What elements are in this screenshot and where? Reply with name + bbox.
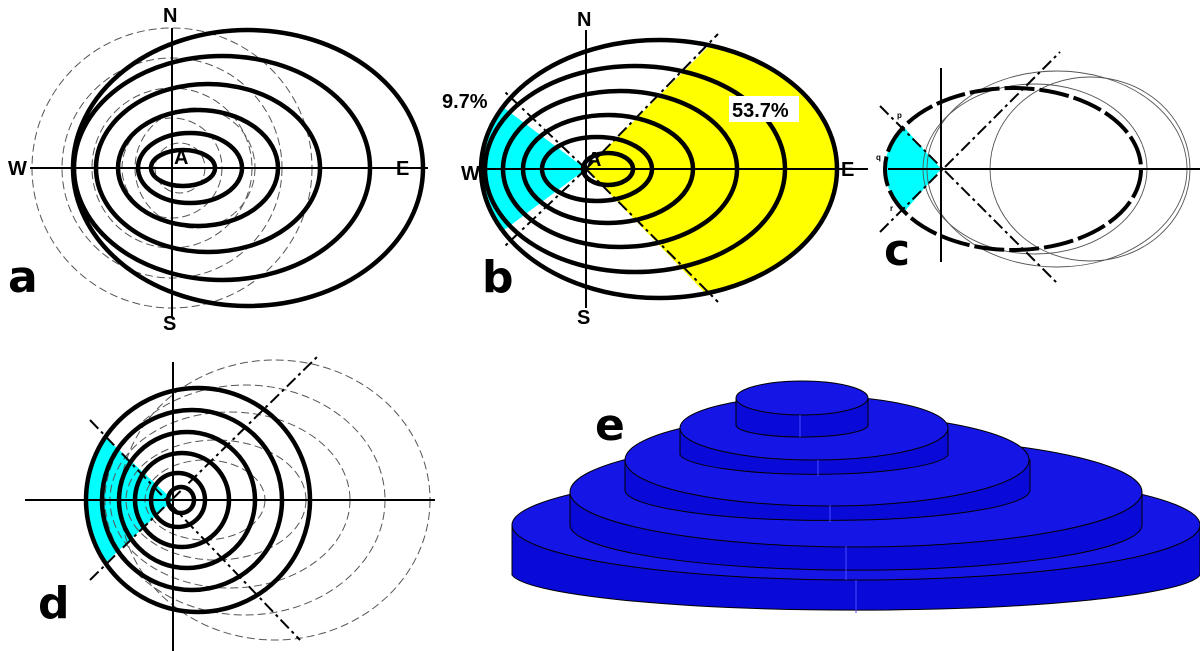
panel-e: e xyxy=(511,380,1200,613)
panel-b-sector-line-nw xyxy=(504,91,587,170)
panel-b-sector-line-ne xyxy=(585,33,719,170)
panel-a-west-label: W xyxy=(8,158,27,180)
panel-d-line-ne xyxy=(89,355,319,581)
panel-d-label: d xyxy=(38,578,70,629)
panel-d: d xyxy=(25,355,435,651)
panel-b-west-label: W xyxy=(461,163,480,185)
panel-e-tier-5 xyxy=(735,380,869,438)
panel-b-south-label: S xyxy=(577,307,590,329)
panel-c-line-ne xyxy=(879,105,1058,284)
panel-e-label: e xyxy=(595,400,625,451)
panel-b-sector-line-sw xyxy=(504,168,587,247)
panel-c-point-p: p xyxy=(897,111,902,120)
panel-b-east-percent-bg xyxy=(729,96,799,122)
panel-a: N S W E A a xyxy=(8,5,428,335)
panel-c: p q r c xyxy=(876,51,1200,284)
panel-c-point-q: q xyxy=(876,153,881,162)
panel-b-sector-line-se xyxy=(585,168,719,303)
panel-a-east-label: E xyxy=(396,158,409,180)
panel-c-line-se xyxy=(879,51,1061,233)
panel-b-label: b xyxy=(482,252,514,303)
panel-b-east-label: E xyxy=(841,159,854,181)
panel-a-center-label: A xyxy=(174,147,188,169)
panel-b-west-percent: 9.7% xyxy=(442,91,488,113)
panel-a-north-label: N xyxy=(163,5,177,27)
panel-b-center-label: A xyxy=(587,149,601,171)
panel-a-label: a xyxy=(8,252,38,303)
panel-b: N S W E A 9.7% 53.7% b xyxy=(442,9,868,329)
panel-c-point-r: r xyxy=(890,204,893,213)
panel-b-east-percent: 53.7% xyxy=(732,100,789,122)
panel-d-line-se xyxy=(89,419,301,641)
panel-b-north-label: N xyxy=(577,9,591,31)
panel-a-south-label: S xyxy=(163,313,176,335)
panel-c-label: c xyxy=(884,225,910,276)
